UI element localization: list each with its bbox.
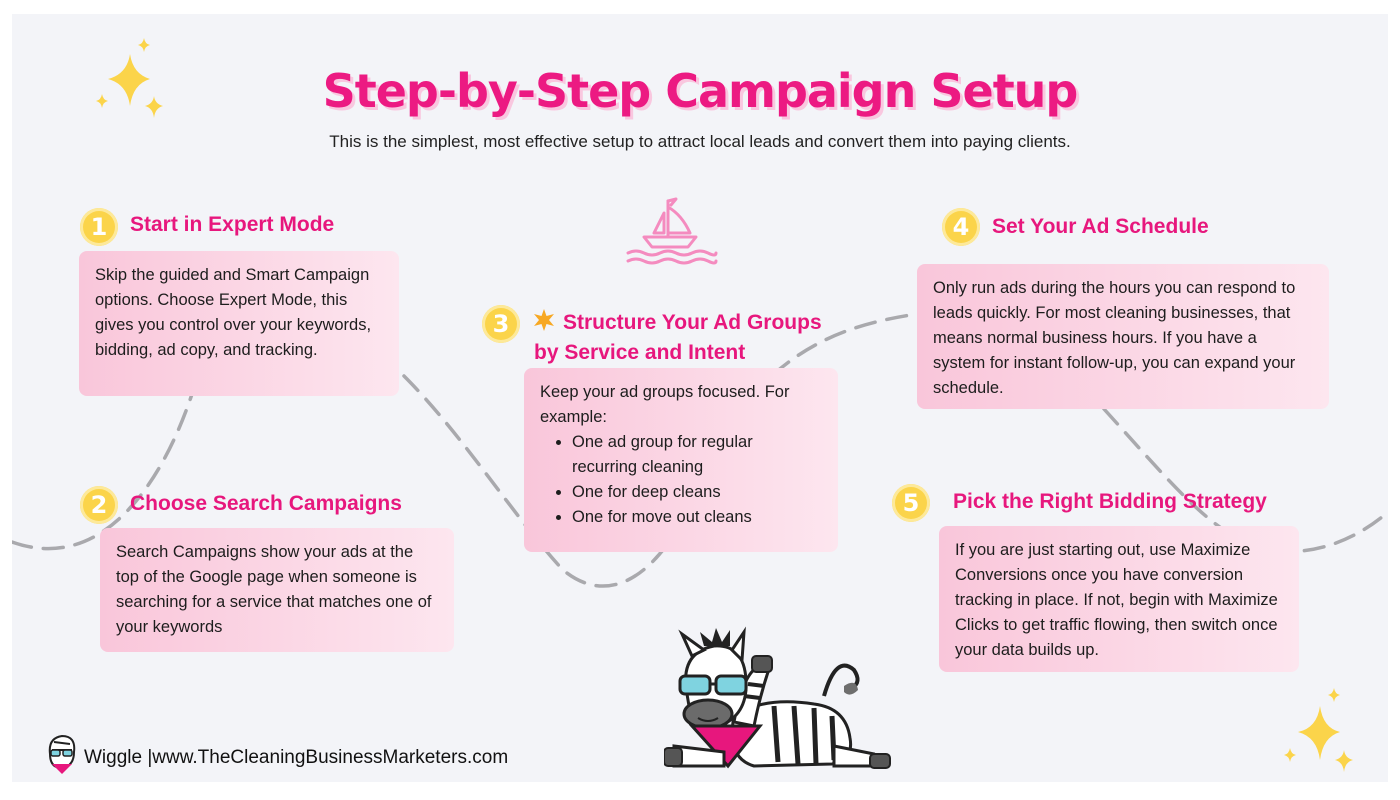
- list-item: One for deep cleans: [572, 480, 822, 505]
- step-1-badge: 1: [80, 208, 118, 246]
- step-2-body: Search Campaigns show your ads at the to…: [116, 543, 432, 636]
- step-5-card: If you are just starting out, use Maximi…: [939, 526, 1299, 672]
- step-3-card: Keep your ad groups focused. For example…: [524, 368, 838, 552]
- zebra-mascot: [664, 626, 891, 769]
- footer-credit: Wiggle |www.TheCleaningBusinessMarketers…: [84, 747, 509, 768]
- star-burst-icon: [534, 309, 554, 331]
- step-5-badge: 5: [892, 484, 930, 522]
- step-3-title-line1: Structure Your Ad Groups: [563, 311, 822, 334]
- sparkle-icon: [96, 38, 163, 118]
- step-2-badge: 2: [80, 486, 118, 524]
- step-2-card: Search Campaigns show your ads at the to…: [100, 528, 454, 652]
- step-5-body: If you are just starting out, use Maximi…: [955, 541, 1278, 659]
- step-3-intro: Keep your ad groups focused. For example…: [540, 383, 790, 426]
- step-5-title: Pick the Right Bidding Strategy: [953, 490, 1267, 513]
- page-title: Step-by-Step Campaign Setup: [322, 64, 1079, 118]
- step-1-card: Skip the guided and Smart Campaign optio…: [79, 251, 399, 396]
- step-1-body: Skip the guided and Smart Campaign optio…: [95, 266, 372, 359]
- list-item: One ad group for regular recurring clean…: [572, 430, 822, 480]
- step-4-badge: 4: [942, 208, 980, 246]
- page-subtitle: This is the simplest, most effective set…: [329, 132, 1071, 151]
- sparkle-icon: [1284, 688, 1353, 772]
- step-3-title-line2: by Service and Intent: [534, 341, 746, 364]
- sailboat-icon: [626, 197, 718, 265]
- step-3-badge: 3: [482, 305, 520, 343]
- zebra-logo: [48, 734, 76, 774]
- step-4-body: Only run ads during the hours you can re…: [933, 279, 1296, 397]
- step-3-bullet-list: One ad group for regular recurring clean…: [540, 430, 822, 530]
- infographic-canvas: Step-by-Step Campaign Setup This is the …: [12, 14, 1388, 782]
- step-2-title: Choose Search Campaigns: [130, 492, 402, 515]
- step-4-title: Set Your Ad Schedule: [992, 215, 1209, 238]
- list-item: One for move out cleans: [572, 505, 822, 530]
- step-4-card: Only run ads during the hours you can re…: [917, 264, 1329, 409]
- step-1-title: Start in Expert Mode: [130, 213, 335, 236]
